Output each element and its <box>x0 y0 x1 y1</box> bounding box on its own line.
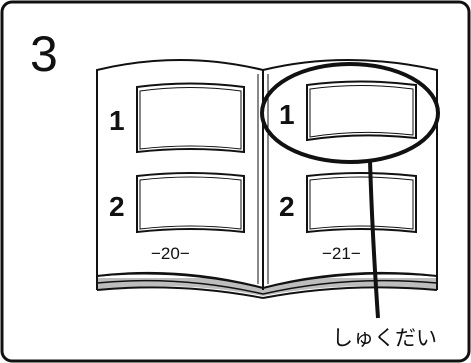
left-box-1-number: 1 <box>109 105 125 136</box>
right-page-number: −21− <box>322 244 361 263</box>
left-page-edge-2 <box>96 279 264 295</box>
right-page-edge-3 <box>262 286 438 299</box>
left-page-number: −20− <box>151 244 190 263</box>
right-box-1-inner <box>309 85 414 138</box>
right-page-edge-2 <box>262 279 438 295</box>
left-page-content: 1 2 −20− <box>109 82 245 263</box>
step-number: 3 <box>30 26 58 82</box>
right-box-2 <box>306 172 417 234</box>
left-box-1-inner <box>139 87 242 150</box>
callout-leader-line <box>368 159 380 319</box>
left-box-2 <box>136 172 245 234</box>
right-box-1 <box>306 80 417 142</box>
homework-circle <box>260 62 440 164</box>
right-box-1-number: 1 <box>279 99 295 130</box>
right-box-2-inner <box>309 176 414 230</box>
open-book: 1 2 −20− 1 2 −21− <box>96 59 438 299</box>
left-box-2-number: 2 <box>109 191 125 222</box>
left-box-2-inner <box>139 176 242 230</box>
left-page-edge-3 <box>96 286 264 299</box>
left-box-1 <box>136 82 245 154</box>
right-box-2-number: 2 <box>279 191 295 222</box>
right-page-content: 1 2 −21− <box>279 80 417 263</box>
callout-label: しゅくだい <box>332 326 437 350</box>
